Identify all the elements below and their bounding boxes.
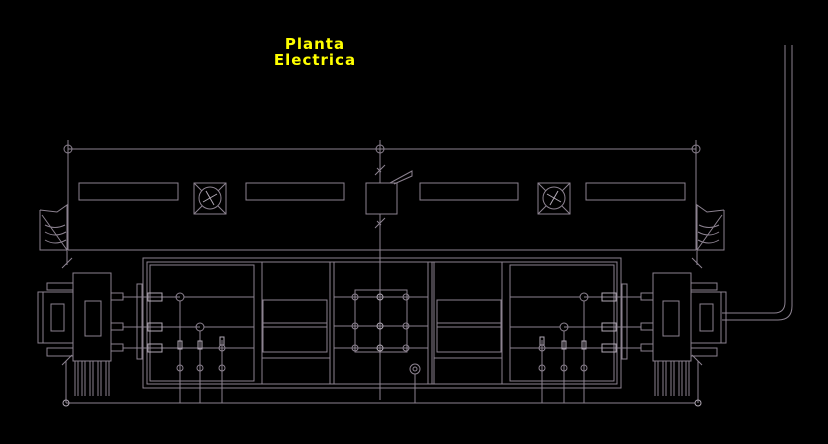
vent-slot [245, 182, 345, 201]
stair-hatch [39, 204, 68, 251]
side-box [72, 272, 112, 362]
left-half [37, 140, 345, 407]
central-terminal-grid [354, 289, 408, 353]
title-line-1: Planta [285, 35, 345, 53]
lower-enclosure [66, 257, 695, 404]
switch-box [365, 182, 398, 215]
vent-slot [78, 182, 179, 201]
switch-lever-icon [389, 170, 413, 185]
ground-terminal-icon [409, 363, 421, 375]
fan-icon [193, 182, 227, 215]
connector-icons [147, 292, 163, 353]
top-frame [67, 140, 697, 400]
conduit-pipe [722, 45, 786, 314]
right-half [419, 139, 727, 407]
title-line-2: Electrica [274, 51, 356, 69]
break-symbol-icon [374, 164, 386, 176]
